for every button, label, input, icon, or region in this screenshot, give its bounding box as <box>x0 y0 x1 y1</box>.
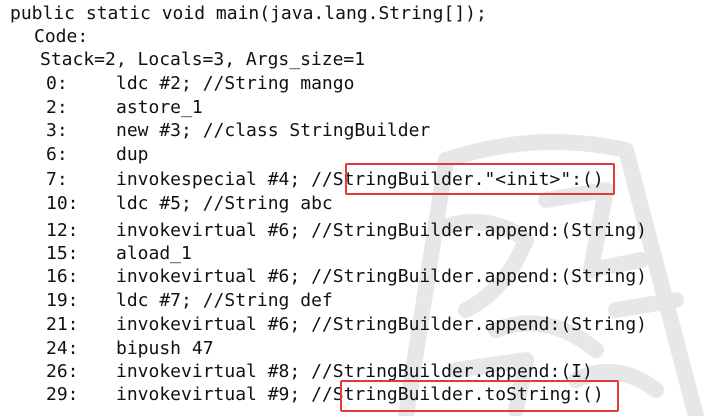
instruction-text: ldc #2; //String mango <box>116 73 355 94</box>
instruction-text: aload_1 <box>116 243 192 264</box>
instruction-text: invokevirtual #6; //StringBuilder.append… <box>116 220 648 241</box>
instruction-offset: 29: <box>46 384 79 405</box>
instruction-row: 21: invokevirtual #6; //StringBuilder.ap… <box>0 313 712 336</box>
instruction-text: new #3; //class StringBuilder <box>116 120 431 141</box>
instruction-row: 0: ldc #2; //String mango <box>0 72 712 95</box>
instruction-offset: 19: <box>46 290 79 311</box>
instruction-offset: 15: <box>46 243 79 264</box>
instruction-offset: 26: <box>46 361 79 382</box>
instruction-row: 29: invokevirtual #9; //StringBuilder.to… <box>0 383 712 406</box>
instruction-offset: 21: <box>46 314 79 335</box>
instruction-offset: 3: <box>46 120 68 141</box>
instruction-text: ldc #7; //String def <box>116 290 333 311</box>
instruction-text: invokevirtual #9; //StringBuilder.toStri… <box>116 384 604 405</box>
watermark-seal-icon <box>398 134 704 416</box>
instruction-row: 2: astore_1 <box>0 96 712 119</box>
method-signature: public static void main(java.lang.String… <box>10 3 487 24</box>
instruction-row: 15: aload_1 <box>0 242 712 265</box>
instruction-offset: 6: <box>46 144 68 165</box>
instruction-offset: 7: <box>46 169 68 190</box>
instruction-text: dup <box>116 144 149 165</box>
instruction-offset: 2: <box>46 97 68 118</box>
instruction-text: bipush 47 <box>116 338 214 359</box>
instruction-offset: 24: <box>46 338 79 359</box>
instruction-offset: 0: <box>46 73 68 94</box>
instruction-row: 26: invokevirtual #8; //StringBuilder.ap… <box>0 360 712 383</box>
stack-info: Stack=2, Locals=3, Args_size=1 <box>40 49 366 70</box>
instruction-row: 12: invokevirtual #6; //StringBuilder.ap… <box>0 219 712 242</box>
instruction-row: 3: new #3; //class StringBuilder <box>0 119 712 142</box>
instruction-offset: 10: <box>46 193 79 214</box>
instruction-offset: 16: <box>46 266 79 287</box>
instruction-row: 24: bipush 47 <box>0 337 712 360</box>
instruction-text: invokevirtual #6; //StringBuilder.append… <box>116 266 648 287</box>
instruction-text: invokespecial #4; //StringBuilder."<init… <box>116 169 604 190</box>
code-label: Code: <box>34 26 89 47</box>
instruction-text: astore_1 <box>116 97 203 118</box>
instruction-text: invokevirtual #6; //StringBuilder.append… <box>116 314 648 335</box>
instruction-row: 10: ldc #5; //String abc <box>0 192 712 215</box>
instruction-row: 6: dup <box>0 143 712 166</box>
instruction-offset: 12: <box>46 220 79 241</box>
instruction-row: 19: ldc #7; //String def <box>0 289 712 312</box>
instruction-row: 7: invokespecial #4; //StringBuilder."<i… <box>0 168 712 191</box>
instruction-text: ldc #5; //String abc <box>116 193 333 214</box>
instruction-text: invokevirtual #8; //StringBuilder.append… <box>116 361 593 382</box>
instruction-row: 16: invokevirtual #6; //StringBuilder.ap… <box>0 265 712 288</box>
